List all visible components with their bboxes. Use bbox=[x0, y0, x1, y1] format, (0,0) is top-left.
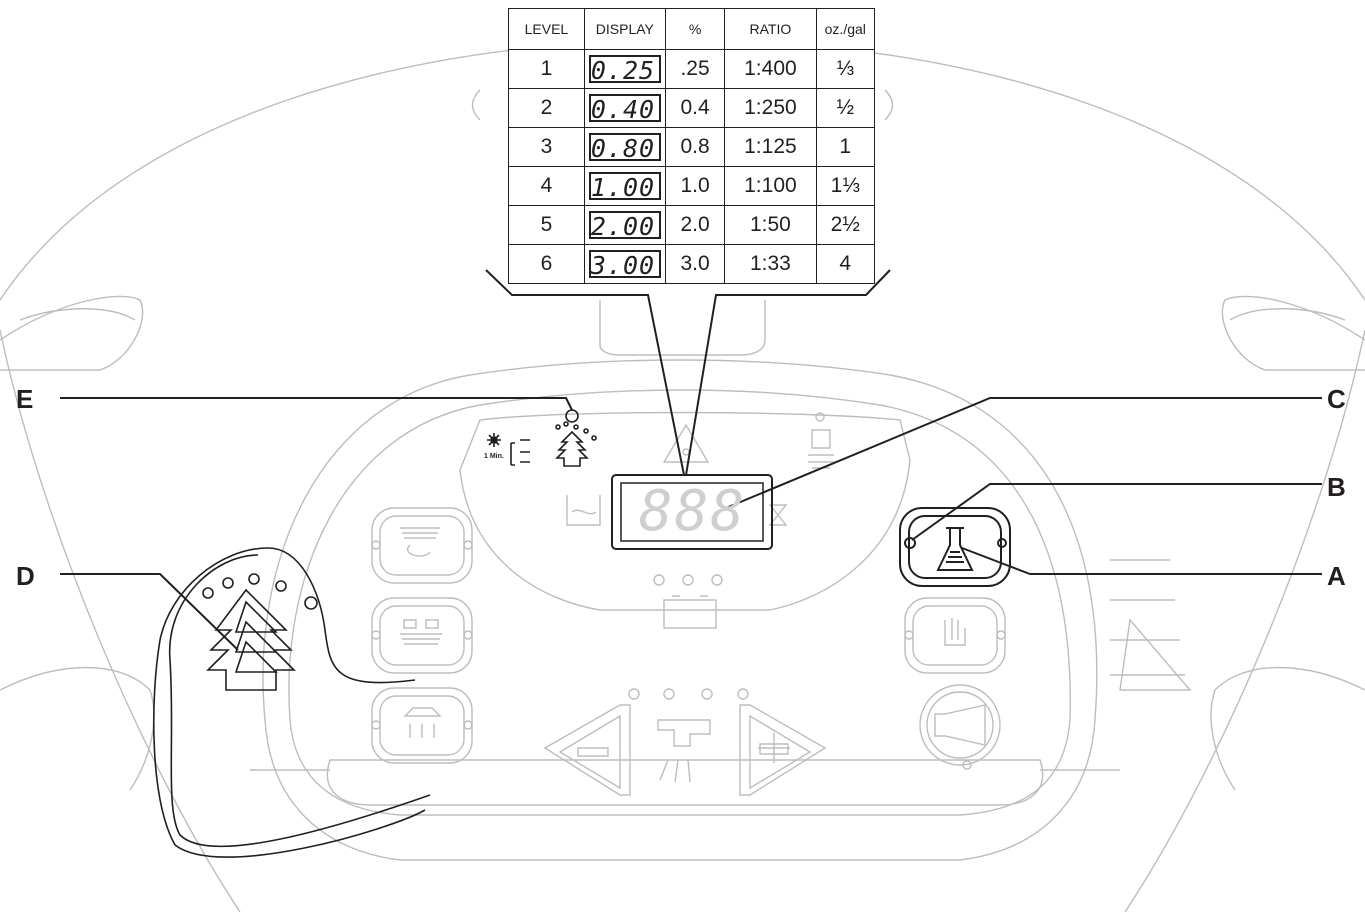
oz-per-gal-cell: ⅓ bbox=[815, 49, 876, 89]
steering-column bbox=[599, 300, 766, 356]
table-leader bbox=[485, 269, 891, 476]
percent-cell: 1.0 bbox=[664, 166, 726, 206]
ratio-cell: 1:100 bbox=[724, 166, 817, 206]
column-header: oz./gal bbox=[815, 8, 876, 50]
callout-line-c bbox=[725, 397, 1322, 509]
table-header-row: LEVEL DISPLAY % RATIO oz./gal bbox=[508, 8, 876, 50]
warning-icon bbox=[662, 423, 710, 463]
panel-outer-frame bbox=[262, 359, 1098, 861]
callout-line-e bbox=[60, 397, 573, 411]
panel-lcd-display: 888 bbox=[638, 479, 747, 544]
callout-line-d bbox=[60, 573, 239, 651]
water-increase-button bbox=[739, 704, 827, 796]
display-cell: 2.00 bbox=[583, 205, 666, 245]
chemical-button bbox=[899, 507, 1011, 587]
column-header: RATIO bbox=[724, 8, 817, 50]
percent-cell: .25 bbox=[664, 49, 726, 89]
column-header: DISPLAY bbox=[583, 8, 666, 50]
oz-per-gal-cell: 1⅓ bbox=[815, 166, 876, 206]
chemical-indicator-light bbox=[565, 409, 579, 423]
housing-lower-left bbox=[0, 666, 155, 791]
percent-cell: 0.8 bbox=[664, 127, 726, 167]
percent-cell: 0.4 bbox=[664, 88, 726, 128]
ratio-cell: 1:400 bbox=[724, 49, 817, 89]
oz-per-gal-cell: ½ bbox=[815, 88, 876, 128]
display-cell: 0.40 bbox=[583, 88, 666, 128]
level-cell: 2 bbox=[508, 88, 585, 128]
lcd-readout: 2.00 bbox=[588, 211, 661, 241]
callout-label-a: A bbox=[1327, 561, 1346, 591]
lcd-readout: 0.40 bbox=[588, 94, 661, 124]
callout-label-b: B bbox=[1327, 472, 1346, 502]
callout-label-e: E bbox=[16, 384, 34, 414]
percent-cell: 2.0 bbox=[664, 205, 726, 245]
horn-button bbox=[919, 684, 1001, 766]
column-header: LEVEL bbox=[508, 8, 585, 50]
display-cell: 3.00 bbox=[583, 244, 666, 284]
level-cell: 1 bbox=[508, 49, 585, 89]
oz-per-gal-cell: 1 bbox=[815, 127, 876, 167]
callout-label-c: C bbox=[1327, 384, 1346, 414]
display-cell: 0.25 bbox=[583, 49, 666, 89]
percent-cell: 3.0 bbox=[664, 244, 726, 284]
ratio-cell: 1:125 bbox=[724, 127, 817, 167]
panel-inner-frame bbox=[288, 389, 1071, 816]
hourglass-icon bbox=[768, 504, 788, 526]
water-decrease-button bbox=[543, 704, 631, 796]
magnified-bubble bbox=[152, 547, 426, 858]
callout-line-b bbox=[911, 483, 1322, 541]
level-cell: 5 bbox=[508, 205, 585, 245]
tank-icon bbox=[566, 495, 601, 526]
level-cell: 6 bbox=[508, 244, 585, 284]
tree-chemical-icon-small bbox=[555, 430, 589, 467]
lcd-readout: 3.00 bbox=[588, 250, 661, 280]
display-cell: 1.00 bbox=[583, 166, 666, 206]
reverse-icon bbox=[808, 429, 834, 469]
panel-center-shield bbox=[459, 411, 911, 611]
housing-lower-right bbox=[1210, 666, 1365, 791]
column-header: % bbox=[664, 8, 726, 50]
lcd-readout: 0.25 bbox=[588, 55, 661, 85]
lcd-readout: 0.80 bbox=[588, 133, 661, 163]
oz-per-gal-cell: 4 bbox=[815, 244, 876, 284]
tree-chemical-icon-large bbox=[206, 588, 296, 691]
level-cell: 3 bbox=[508, 127, 585, 167]
battery-icon bbox=[663, 599, 717, 629]
level-cell: 4 bbox=[508, 166, 585, 206]
lcd-readout: 1.00 bbox=[588, 172, 661, 202]
ratio-cell: 1:250 bbox=[724, 88, 817, 128]
ratio-cell: 1:33 bbox=[724, 244, 817, 284]
housing-left-wing bbox=[0, 295, 144, 371]
display-cell: 0.80 bbox=[583, 127, 666, 167]
callout-label-d: D bbox=[16, 561, 35, 591]
oz-per-gal-cell: 2½ bbox=[815, 205, 876, 245]
callout-line-a bbox=[961, 547, 1322, 575]
housing-right-wing bbox=[1221, 295, 1365, 371]
lcd-bezel bbox=[611, 474, 773, 550]
ratio-cell: 1:50 bbox=[724, 205, 817, 245]
timer-label: 1 Min. bbox=[484, 453, 504, 460]
